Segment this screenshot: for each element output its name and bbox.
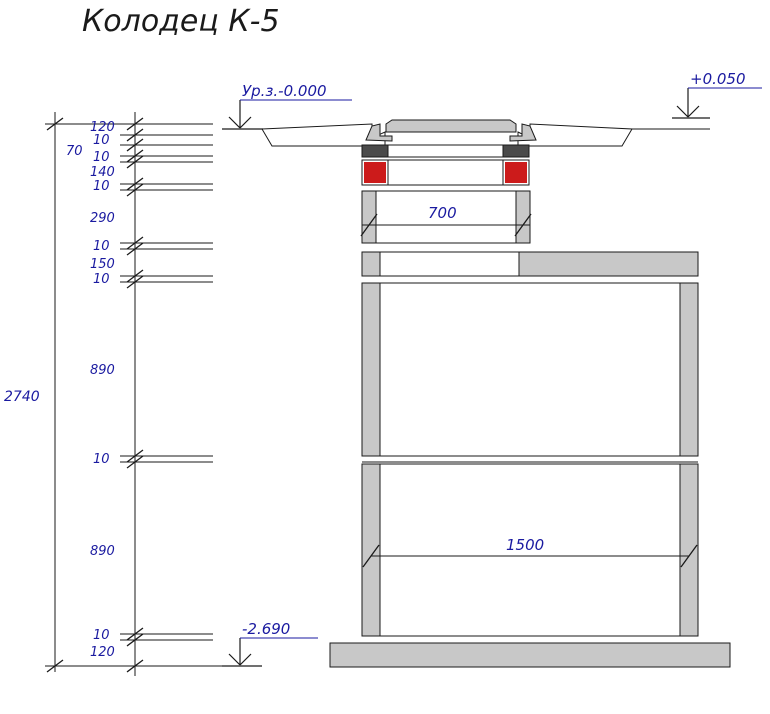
ground-level-label: Ур.з.-0.000 — [242, 82, 327, 100]
base-slab — [329, 642, 731, 668]
hatch-assembly — [261, 119, 710, 186]
drawing-title: Колодец К-5 — [82, 4, 280, 39]
dim-label: 140 — [90, 165, 115, 180]
chain-dimension: 120 10 70 10 140 10 290 10 150 10 890 10… — [66, 112, 213, 676]
dim-label: 290 — [90, 211, 115, 226]
dim-label: 890 — [90, 544, 115, 559]
total-height-dimension: 2740 — [4, 112, 260, 673]
chamber-ring-lower: 1500 — [361, 463, 699, 637]
neck-ring: 700 — [360, 190, 532, 244]
chamber-width-label: 1500 — [506, 536, 544, 554]
cover-slab — [361, 251, 699, 277]
dim-label: 10 — [93, 133, 110, 148]
dim-label: 120 — [90, 645, 115, 660]
level-marker-top: +0.050 — [672, 70, 762, 119]
bottom-level-label: -2.690 — [242, 620, 290, 638]
level-marker-bottom: -2.690 — [222, 620, 318, 667]
dim-label: 10 — [93, 150, 110, 165]
dim-label: 150 — [90, 257, 115, 272]
top-level-label: +0.050 — [690, 70, 746, 88]
dim-label: 70 — [66, 144, 83, 159]
level-marker-ground: Ур.з.-0.000 — [222, 82, 352, 130]
dim-label: 10 — [93, 628, 110, 643]
neck-width-label: 700 — [428, 204, 457, 222]
dim-label: 120 — [90, 120, 115, 135]
dim-label: 10 — [93, 272, 110, 287]
total-height-label: 2740 — [4, 389, 40, 405]
chamber-ring-upper — [361, 282, 699, 463]
dim-label: 10 — [93, 239, 110, 254]
dim-label: 890 — [90, 363, 115, 378]
dim-label: 10 — [93, 179, 110, 194]
dim-label: 10 — [93, 452, 110, 467]
